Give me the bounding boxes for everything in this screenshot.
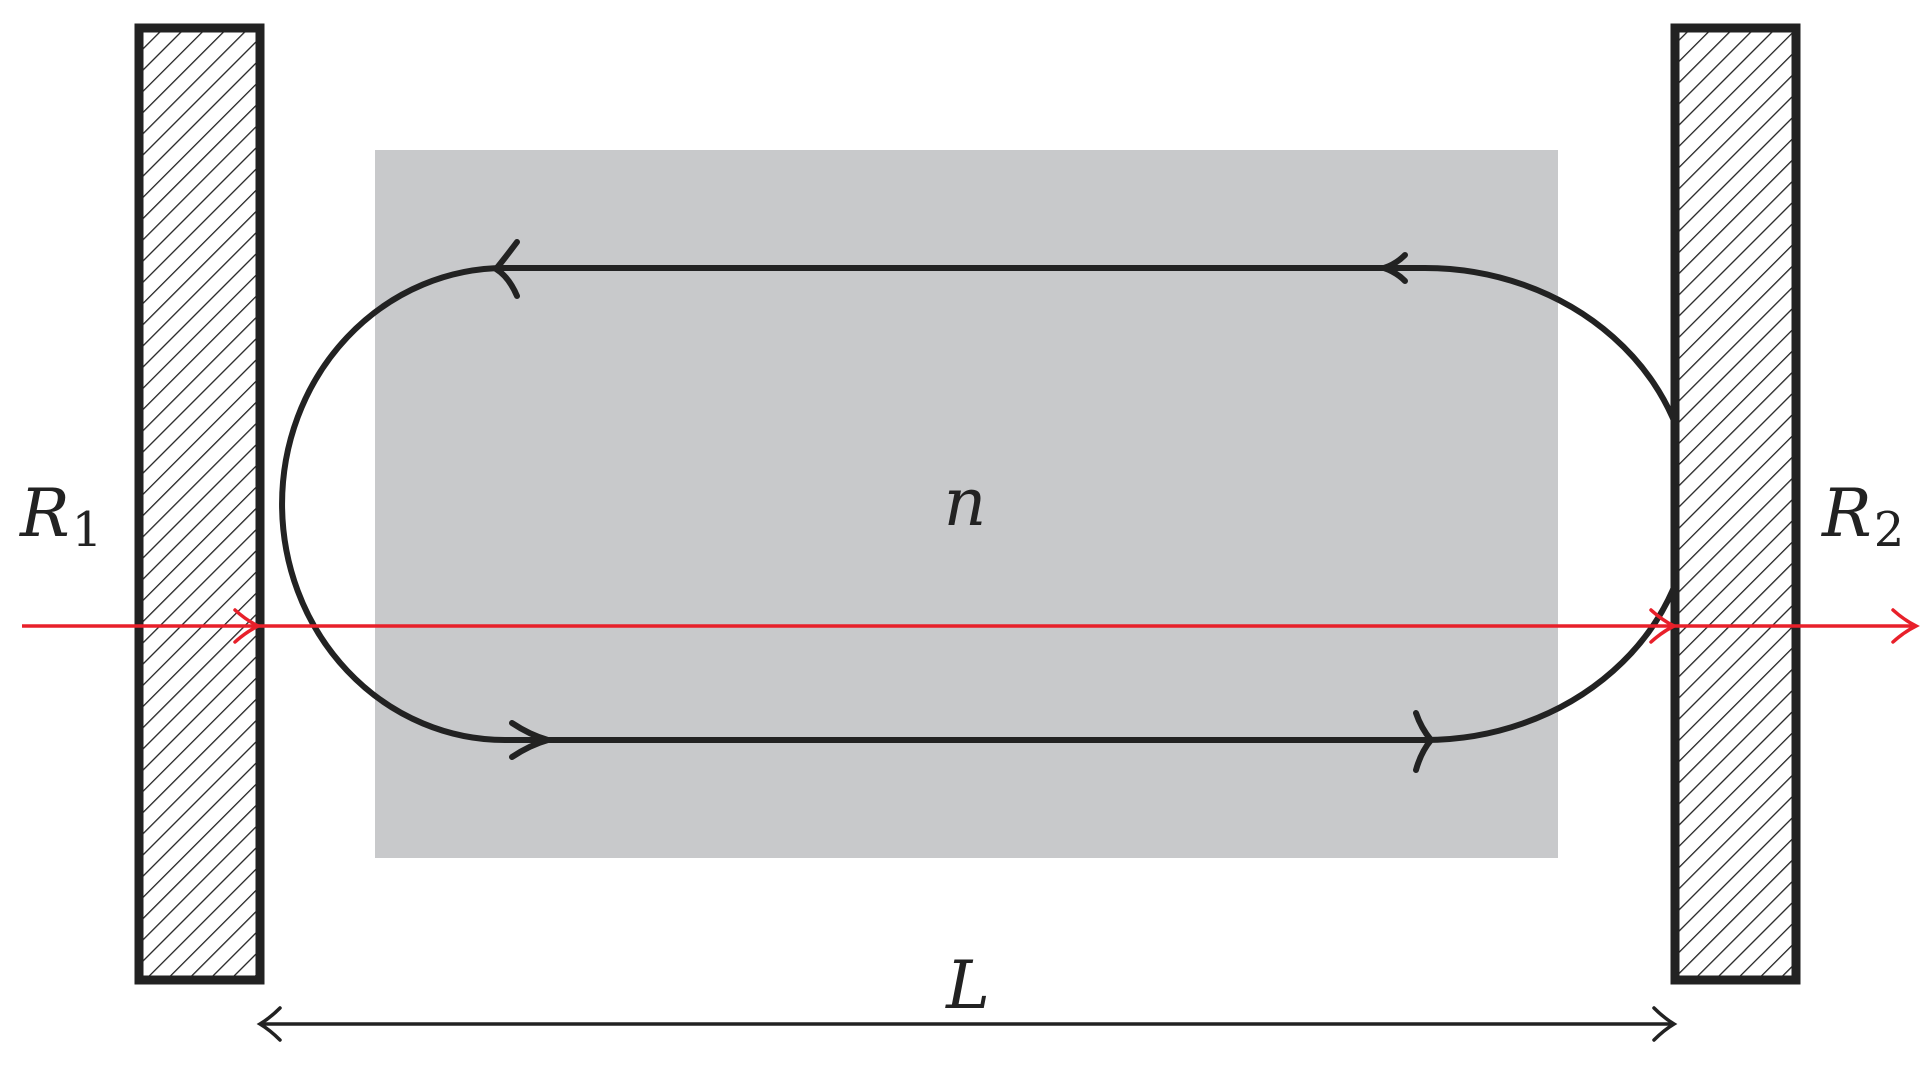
length-arrow-left bbox=[256, 1006, 282, 1042]
length-arrow-right bbox=[1652, 1006, 1678, 1042]
mirror-right bbox=[1670, 23, 1801, 985]
loop-arrow-top-left bbox=[491, 239, 520, 299]
beam-arrow-right-mirror bbox=[1649, 608, 1678, 644]
loop-arrow-bottom-left bbox=[509, 720, 560, 760]
mirror-left-label: R1 bbox=[19, 475, 102, 558]
cavity-length-label: L bbox=[945, 947, 990, 1024]
loop-arrow-top-right bbox=[1374, 252, 1408, 284]
mirror-left bbox=[134, 23, 265, 985]
mirror-right-label: R2 bbox=[1821, 475, 1904, 558]
beam-arrow-left-mirror bbox=[233, 608, 262, 644]
mirror-right-subscript: 2 bbox=[1874, 502, 1905, 558]
circulating-loop bbox=[279, 239, 1695, 773]
loop-arrow-bottom-right bbox=[1413, 710, 1435, 773]
loop-path bbox=[279, 265, 1695, 743]
mirror-left-subscript: 1 bbox=[72, 502, 103, 558]
medium-index-label: n bbox=[944, 464, 987, 541]
laser-beam bbox=[22, 608, 1920, 644]
length-dimension bbox=[256, 1006, 1678, 1042]
beam-arrow-output bbox=[1891, 608, 1920, 644]
